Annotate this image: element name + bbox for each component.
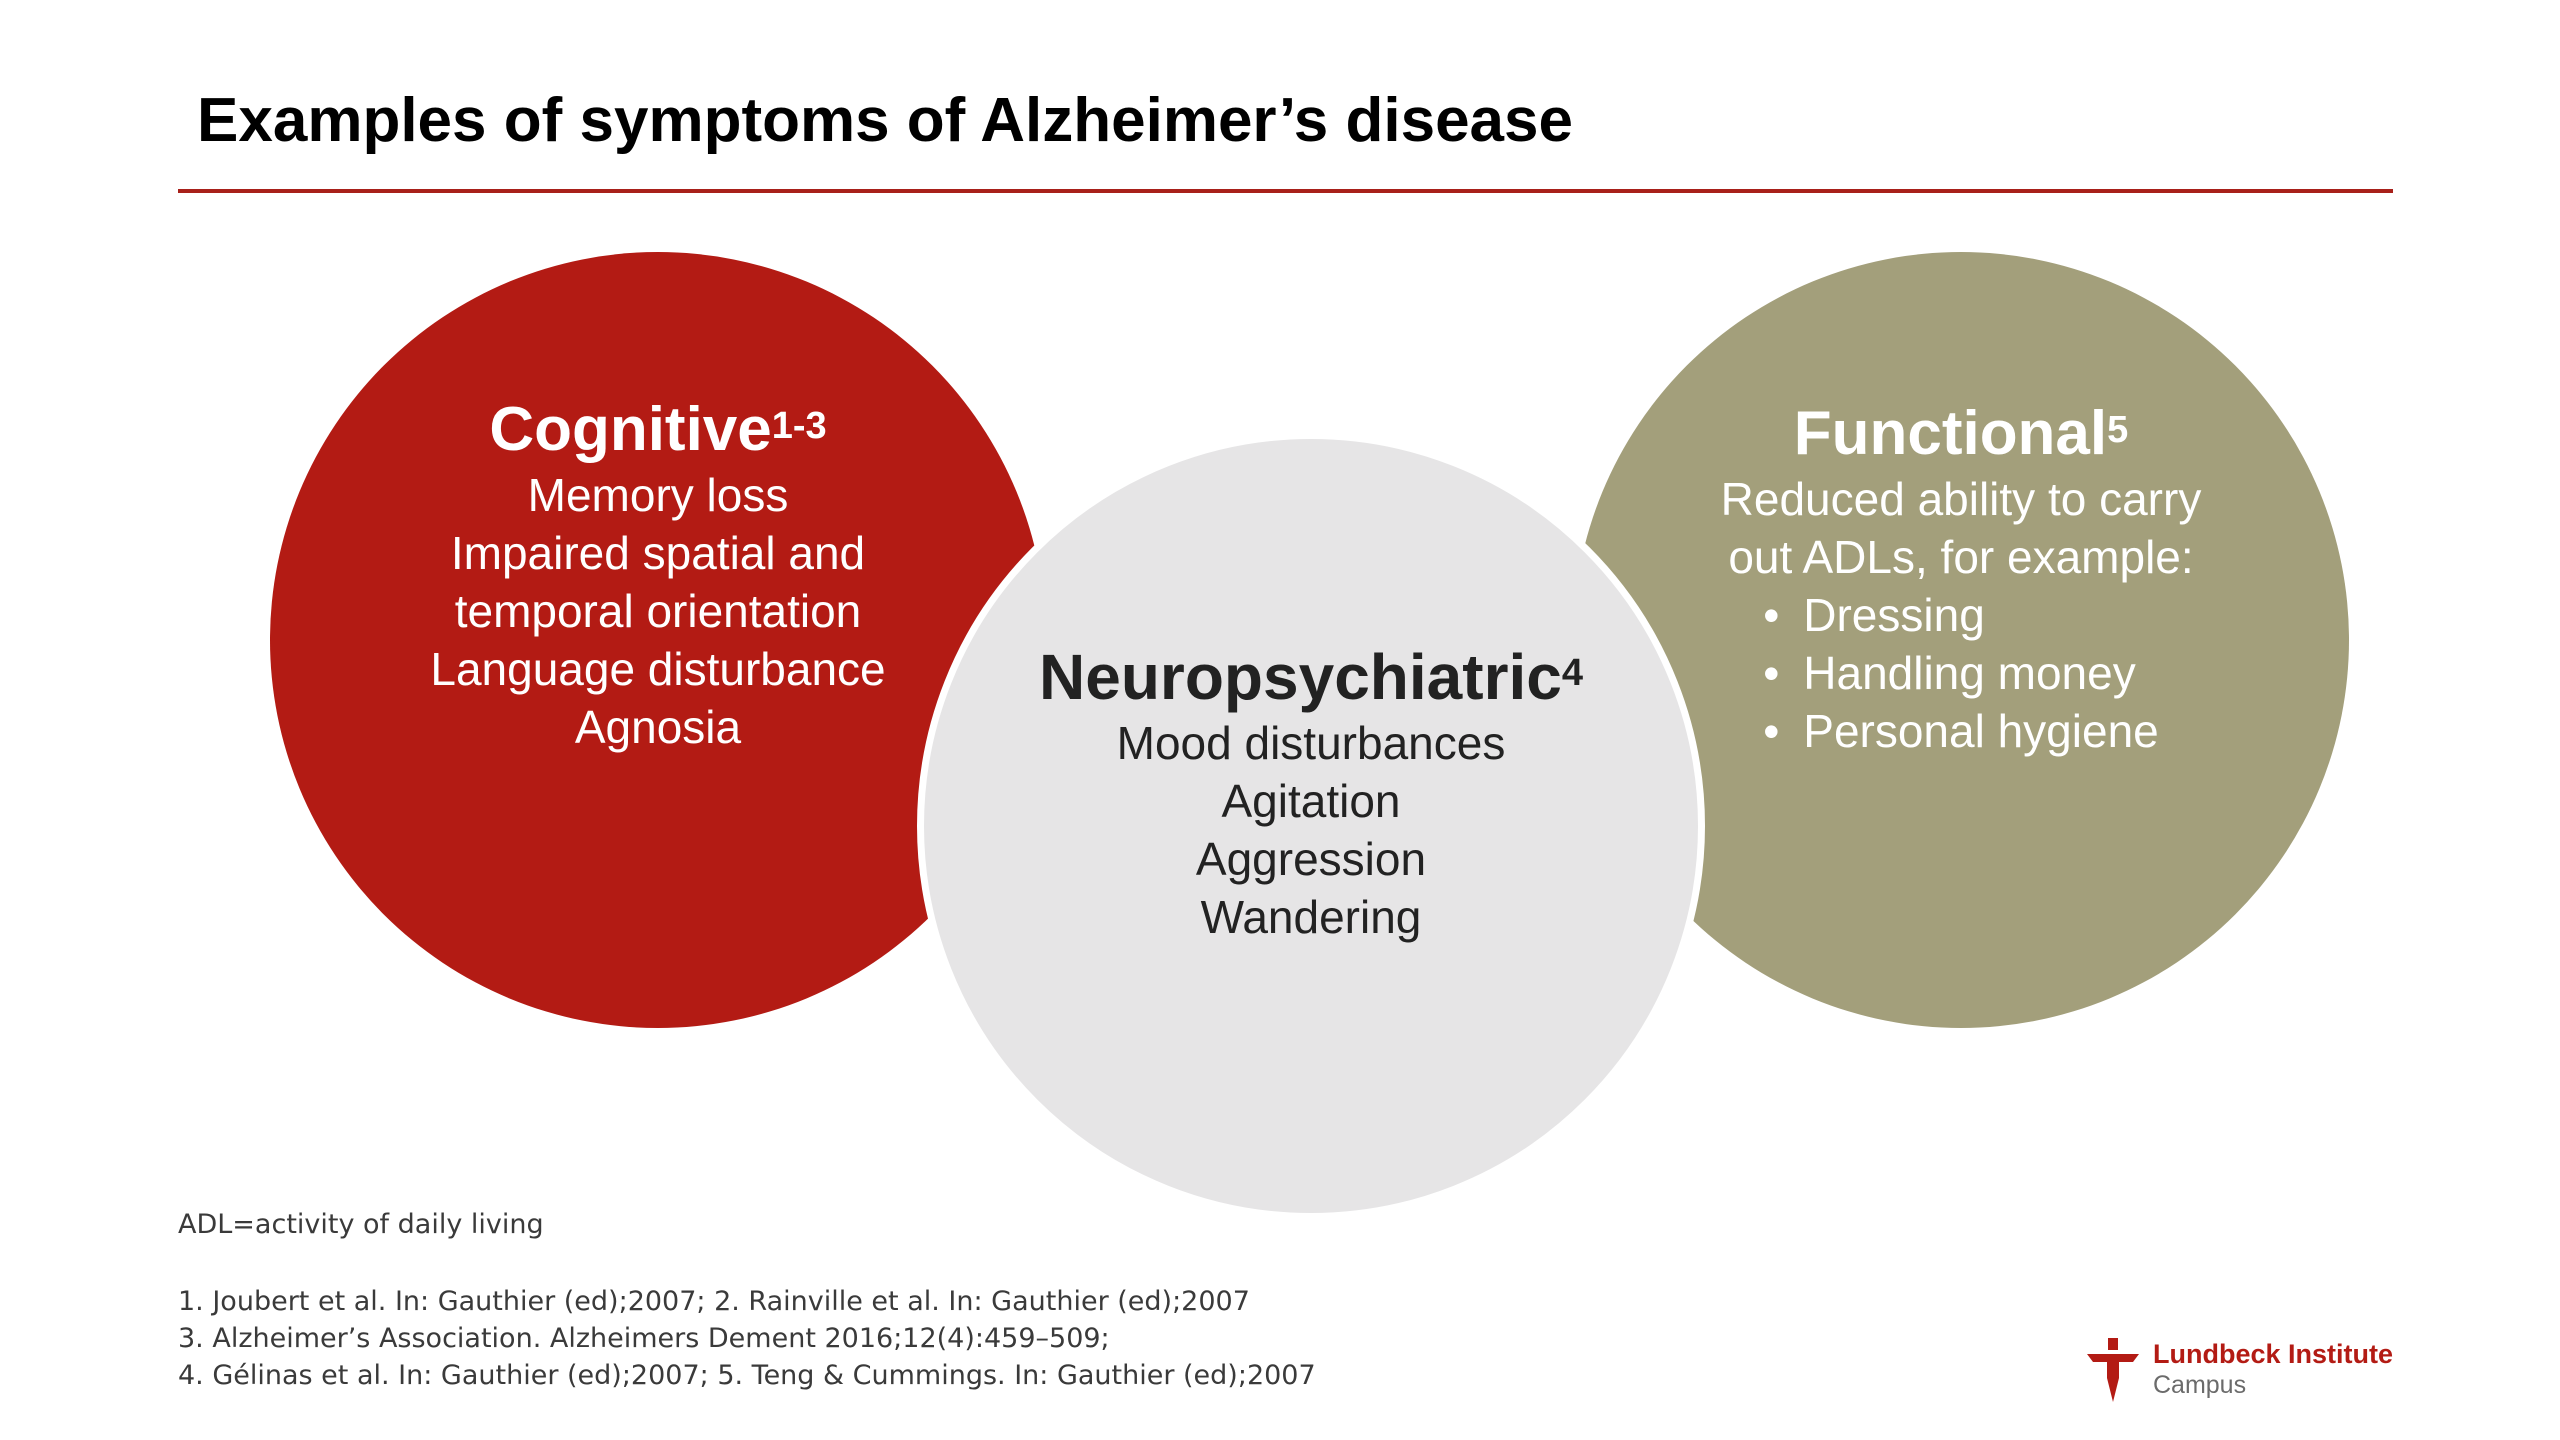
lundbeck-cross-logo-icon (2087, 1338, 2139, 1402)
functional-bullet-label: Handling money (1803, 647, 2136, 699)
abbreviation-footnote: ADL=activity of daily living (178, 1209, 544, 1240)
lundbeck-logo: Lundbeck Institute Campus (2085, 1338, 2405, 1408)
cognitive-line: Impaired spatial and (450, 527, 866, 579)
logo-subtitle: Campus (2153, 1371, 2247, 1399)
functional-heading-ref: 5 (2107, 409, 2129, 451)
functional-bullet-item: • Dressing (1763, 586, 2158, 644)
reference-line: 4. Gélinas et al. In: Gauthier (ed);2007… (178, 1360, 1316, 1391)
title-divider (178, 189, 2393, 193)
references: 1. Joubert et al. In: Gauthier (ed);2007… (178, 1283, 1316, 1394)
bullet-icon: • (1763, 589, 1780, 641)
neuropsychiatric-text: Neuropsychiatric4 Mood disturbances Agit… (917, 640, 1705, 946)
functional-circle (1573, 252, 2349, 1028)
functional-bullet-item: • Personal hygiene (1763, 702, 2158, 760)
cognitive-heading: Cognitive1-3 (270, 394, 1046, 466)
functional-text: Functional5 Reduced ability to carry out… (1573, 398, 2349, 760)
functional-bullet-list: • Dressing • Handling money • Personal hygi… (1763, 586, 2158, 760)
neuropsychiatric-line: Wandering (1200, 891, 1422, 943)
cognitive-line: Agnosia (574, 701, 742, 753)
cognitive-line: Language disturbance (430, 643, 886, 695)
neuropsychiatric-circle (917, 432, 1705, 1220)
reference-line: 3. Alzheimer’s Association. Alzheimers D… (178, 1323, 1110, 1354)
neuropsychiatric-line: Aggression (1195, 833, 1427, 885)
cognitive-line: temporal orientation (454, 585, 862, 637)
neuropsychiatric-heading: Neuropsychiatric4 (917, 640, 1705, 714)
slide-title: Examples of symptoms of Alzheimer’s dise… (197, 86, 1573, 155)
neuropsychiatric-line: Agitation (1221, 775, 1401, 827)
functional-bullet-item: • Handling money (1763, 644, 2158, 702)
functional-line: out ADLs, for example: (1728, 531, 2194, 583)
bullet-icon: • (1763, 705, 1780, 757)
functional-heading: Functional5 (1573, 398, 2349, 470)
cognitive-line: Memory loss (527, 469, 789, 521)
functional-heading-label: Functional (1793, 399, 2108, 468)
cognitive-text: Cognitive1-3 Memory loss Impaired spatia… (270, 394, 1046, 756)
cognitive-circle (270, 252, 1046, 1028)
functional-bullet-label: Personal hygiene (1803, 705, 2159, 757)
cognitive-heading-label: Cognitive (489, 395, 772, 464)
logo-name: Lundbeck Institute (2153, 1339, 2394, 1369)
neuropsychiatric-heading-ref: 4 (1561, 652, 1583, 694)
neuropsychiatric-heading-label: Neuropsychiatric (1039, 641, 1562, 713)
neuropsychiatric-line: Mood disturbances (1116, 717, 1506, 769)
cognitive-heading-ref: 1-3 (771, 405, 827, 447)
functional-line: Reduced ability to carry (1720, 473, 2202, 525)
functional-bullet-label: Dressing (1803, 589, 1985, 641)
reference-line: 1. Joubert et al. In: Gauthier (ed);2007… (178, 1286, 1250, 1317)
bullet-icon: • (1763, 647, 1780, 699)
